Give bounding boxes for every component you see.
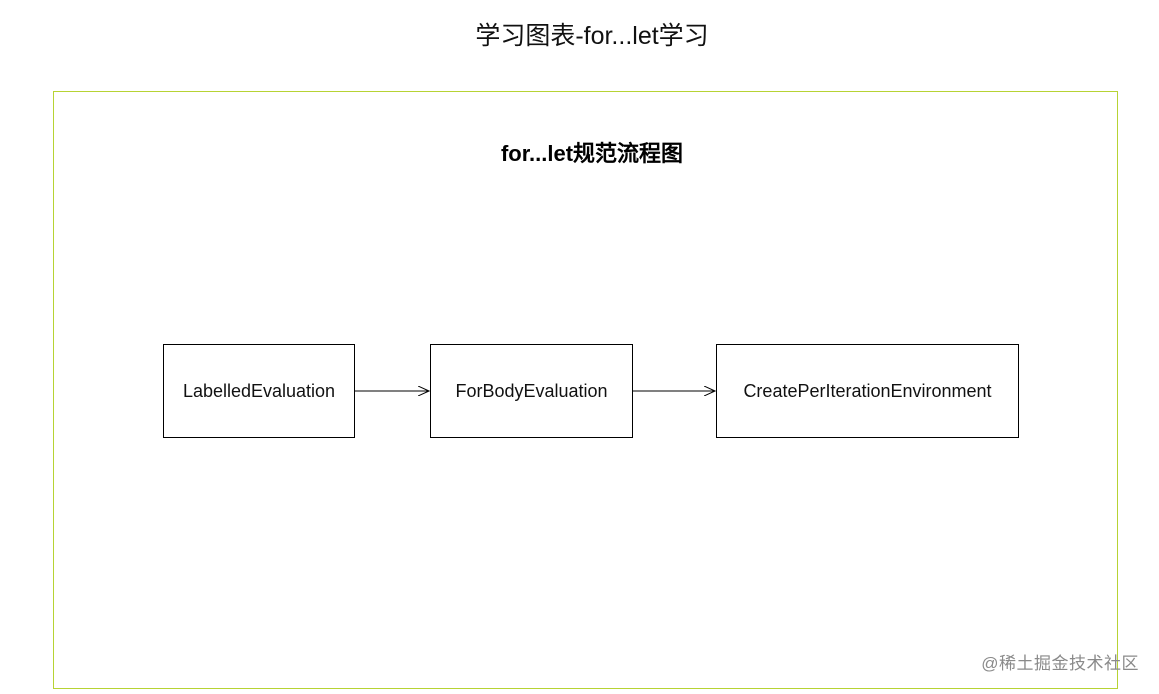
node-labelled-evaluation: LabelledEvaluation <box>163 344 355 438</box>
node-for-body-evaluation: ForBodyEvaluation <box>430 344 633 438</box>
diagram-frame <box>53 91 1118 689</box>
watermark: @稀土掘金技术社区 <box>981 654 1139 673</box>
page-title: 学习图表-for...let学习 <box>475 22 709 50</box>
node-label: ForBodyEvaluation <box>455 380 608 401</box>
node-label: LabelledEvaluation <box>182 380 336 401</box>
diagram-title: for...let规范流程图 <box>500 141 684 166</box>
node-label: CreatePerIterationEnvironment <box>743 380 992 401</box>
node-create-per-iteration-environment: CreatePerIterationEnvironment <box>716 344 1019 438</box>
